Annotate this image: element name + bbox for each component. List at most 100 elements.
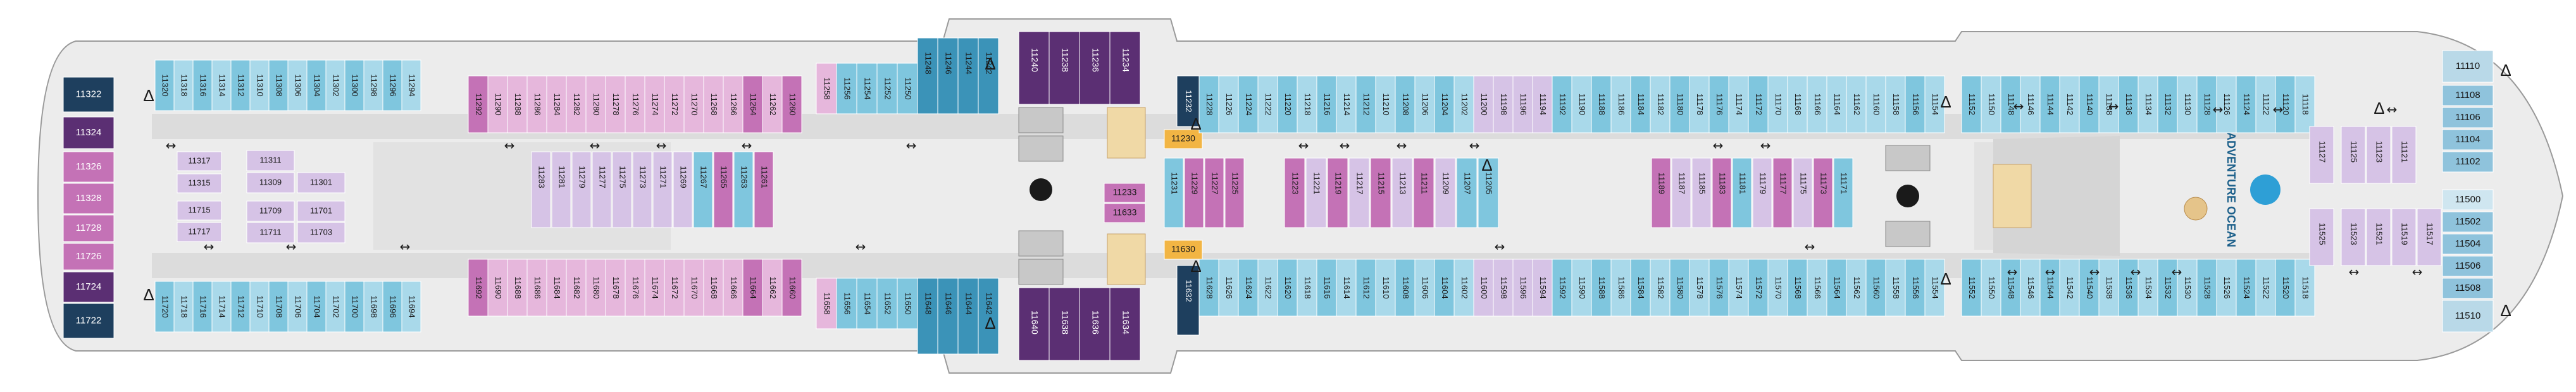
cabin-11311[interactable]: 11311 [246, 150, 295, 171]
cabin-11608[interactable]: 11608 [1395, 259, 1416, 317]
cabin-11222[interactable]: 11222 [1257, 75, 1278, 133]
cabin-11517[interactable]: 11517 [2417, 208, 2442, 266]
cabin-11184[interactable]: 11184 [1630, 75, 1651, 133]
cabin-11521[interactable]: 11521 [2366, 208, 2391, 266]
cabin-11630[interactable]: 11630 [1164, 240, 1203, 260]
cabin-11178[interactable]: 11178 [1689, 75, 1710, 133]
cabin-11644[interactable]: 11644 [957, 278, 979, 355]
cabin-11706[interactable]: 11706 [287, 281, 308, 333]
cabin-11504[interactable]: 11504 [2442, 233, 2494, 255]
cabin-11716[interactable]: 11716 [192, 281, 213, 333]
cabin-11320[interactable]: 11320 [154, 59, 175, 111]
cabin-11258[interactable]: 11258 [816, 63, 837, 114]
cabin-11590[interactable]: 11590 [1571, 259, 1592, 317]
cabin-11271[interactable]: 11271 [652, 151, 673, 228]
cabin-11264[interactable]: 11264 [742, 75, 763, 133]
cabin-11252[interactable]: 11252 [876, 63, 898, 114]
cabin-11548[interactable]: 11548 [2000, 259, 2021, 317]
cabin-11172[interactable]: 11172 [1748, 75, 1769, 133]
cabin-11606[interactable]: 11606 [1414, 259, 1435, 317]
cabin-11152[interactable]: 11152 [1961, 75, 1982, 133]
cabin-11715[interactable]: 11715 [177, 200, 222, 221]
cabin-11538[interactable]: 11538 [2098, 259, 2119, 317]
cabin-11612[interactable]: 11612 [1355, 259, 1376, 317]
cabin-11508[interactable]: 11508 [2442, 278, 2494, 299]
cabin-11186[interactable]: 11186 [1610, 75, 1631, 133]
cabin-11240[interactable]: 11240 [1018, 31, 1050, 105]
cabin-11146[interactable]: 11146 [2020, 75, 2041, 133]
cabin-11290[interactable]: 11290 [487, 75, 508, 133]
cabin-11132[interactable]: 11132 [2157, 75, 2178, 133]
cabin-11278[interactable]: 11278 [605, 75, 626, 133]
cabin-11209[interactable]: 11209 [1434, 157, 1456, 228]
cabin-11518[interactable]: 11518 [2294, 259, 2315, 317]
cabin-11198[interactable]: 11198 [1493, 75, 1514, 133]
cabin-11686[interactable]: 11686 [526, 259, 547, 317]
cabin-11702[interactable]: 11702 [325, 281, 345, 333]
cabin-11144[interactable]: 11144 [2039, 75, 2060, 133]
cabin-11534[interactable]: 11534 [2137, 259, 2158, 317]
cabin-11528[interactable]: 11528 [2196, 259, 2217, 317]
cabin-11180[interactable]: 11180 [1669, 75, 1690, 133]
cabin-11578[interactable]: 11578 [1689, 259, 1710, 317]
cabin-11162[interactable]: 11162 [1846, 75, 1867, 133]
cabin-11654[interactable]: 11654 [856, 278, 878, 329]
cabin-11108[interactable]: 11108 [2442, 85, 2494, 106]
cabin-11261[interactable]: 11261 [754, 151, 774, 228]
cabin-11254[interactable]: 11254 [856, 63, 878, 114]
cabin-11269[interactable]: 11269 [673, 151, 693, 228]
cabin-11672[interactable]: 11672 [664, 259, 685, 317]
cabin-11206[interactable]: 11206 [1414, 75, 1435, 133]
cabin-11690[interactable]: 11690 [487, 259, 508, 317]
cabin-11122[interactable]: 11122 [2255, 75, 2276, 133]
cabin-11160[interactable]: 11160 [1865, 75, 1886, 133]
cabin-11173[interactable]: 11173 [1813, 157, 1833, 228]
cabin-11308[interactable]: 11308 [268, 59, 289, 111]
cabin-11622[interactable]: 11622 [1257, 259, 1278, 317]
cabin-11326[interactable]: 11326 [63, 151, 115, 183]
cabin-11279[interactable]: 11279 [571, 151, 592, 228]
cabin-11692[interactable]: 11692 [468, 259, 488, 317]
cabin-11286[interactable]: 11286 [526, 75, 547, 133]
cabin-11288[interactable]: 11288 [507, 75, 528, 133]
cabin-11221[interactable]: 11221 [1305, 157, 1327, 228]
cabin-11227[interactable]: 11227 [1204, 157, 1224, 228]
cabin-11277[interactable]: 11277 [592, 151, 612, 228]
cabin-11614[interactable]: 11614 [1336, 259, 1357, 317]
cabin-11267[interactable]: 11267 [693, 151, 713, 228]
cabin-11233[interactable]: 11233 [1104, 183, 1146, 203]
cabin-11215[interactable]: 11215 [1370, 157, 1391, 228]
cabin-11633[interactable]: 11633 [1104, 203, 1146, 223]
cabin-11120[interactable]: 11120 [2275, 75, 2296, 133]
cabin-11123[interactable]: 11123 [2366, 126, 2391, 184]
cabin-11554[interactable]: 11554 [1924, 259, 1945, 317]
cabin-11223[interactable]: 11223 [1284, 157, 1305, 228]
cabin-11187[interactable]: 11187 [1671, 157, 1691, 228]
cabin-11626[interactable]: 11626 [1218, 259, 1239, 317]
cabin-11192[interactable]: 11192 [1552, 75, 1572, 133]
cabin-11181[interactable]: 11181 [1732, 157, 1752, 228]
cabin-11580[interactable]: 11580 [1669, 259, 1690, 317]
cabin-11636[interactable]: 11636 [1079, 287, 1111, 361]
cabin-11682[interactable]: 11682 [566, 259, 587, 317]
cabin-11189[interactable]: 11189 [1651, 157, 1671, 228]
cabin-11174[interactable]: 11174 [1728, 75, 1749, 133]
cabin-11102[interactable]: 11102 [2442, 151, 2494, 173]
cabin-11576[interactable]: 11576 [1708, 259, 1729, 317]
cabin-11324[interactable]: 11324 [63, 116, 115, 149]
cabin-11225[interactable]: 11225 [1224, 157, 1245, 228]
cabin-11592[interactable]: 11592 [1552, 259, 1572, 317]
cabin-11646[interactable]: 11646 [937, 278, 959, 355]
cabin-11168[interactable]: 11168 [1787, 75, 1808, 133]
cabin-11708[interactable]: 11708 [268, 281, 289, 333]
cabin-11140[interactable]: 11140 [2079, 75, 2100, 133]
cabin-11720[interactable]: 11720 [154, 281, 175, 333]
cabin-11156[interactable]: 11156 [1905, 75, 1926, 133]
cabin-11550[interactable]: 11550 [1981, 259, 2001, 317]
cabin-11602[interactable]: 11602 [1453, 259, 1474, 317]
cabin-11158[interactable]: 11158 [1885, 75, 1906, 133]
cabin-11596[interactable]: 11596 [1512, 259, 1533, 317]
cabin-11598[interactable]: 11598 [1493, 259, 1514, 317]
cabin-11678[interactable]: 11678 [605, 259, 626, 317]
cabin-11214[interactable]: 11214 [1336, 75, 1357, 133]
